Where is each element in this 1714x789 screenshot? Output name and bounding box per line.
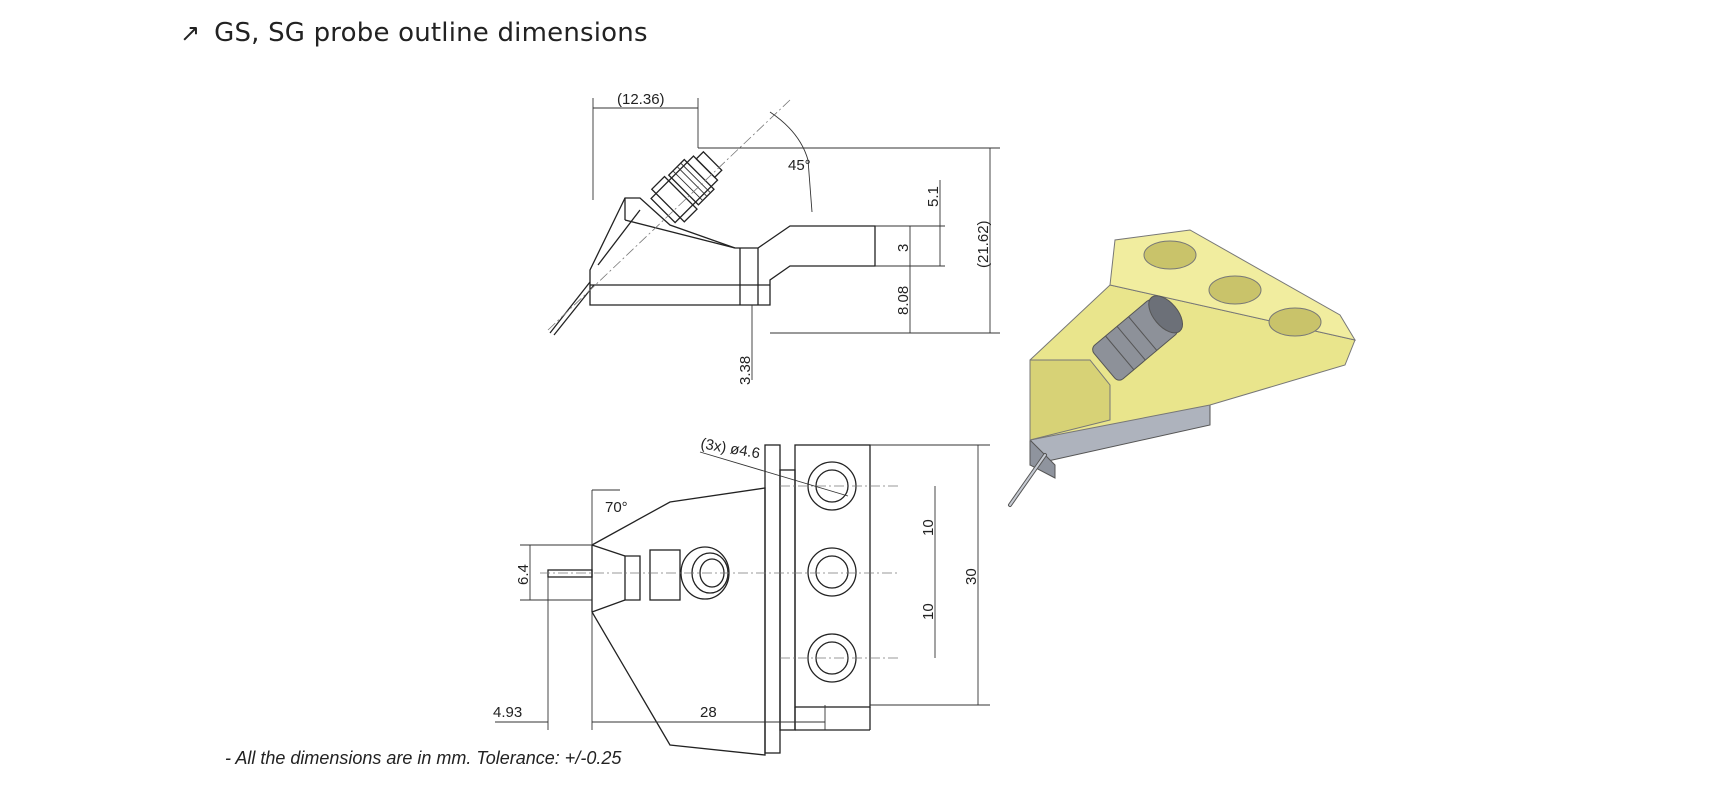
dim-total-height: (21.62) <box>975 220 992 268</box>
side-view: (12.36) 45° 5.1 3 (21.62) 8.08 3.38 <box>547 91 1000 385</box>
arrow-up-right-icon[interactable]: ↗ <box>180 19 201 47</box>
dim-width-top: (12.36) <box>617 91 665 108</box>
dim-angle-45: 45° <box>788 157 811 174</box>
section-heading: ↗ GS, SG probe outline dimensions <box>180 18 648 48</box>
footnote: - All the dimensions are in mm. Toleranc… <box>225 748 622 768</box>
dim-pitch-upper: 10 <box>920 519 937 536</box>
dim-tip-length: 4.93 <box>493 704 522 721</box>
dim-body-length: 28 <box>700 704 717 721</box>
dim-overall-width: 30 <box>963 568 980 585</box>
page-title: GS, SG probe outline dimensions <box>214 18 648 48</box>
dim-pitch-lower: 10 <box>920 603 937 620</box>
iso-view <box>1008 229 1357 507</box>
dim-body-height: 8.08 <box>895 286 912 315</box>
top-view: (3x) ø4.6 70° 6.4 10 10 30 4.93 28 <box>493 435 990 756</box>
dim-tip-width: 6.4 <box>515 564 532 585</box>
dim-cone-angle: 70° <box>605 499 628 516</box>
dim-tip-height: 5.1 <box>925 186 942 207</box>
dim-tip-thickness: 3 <box>895 244 912 252</box>
dim-base-offset: 3.38 <box>737 356 754 385</box>
dim-holes: (3x) ø4.6 <box>699 435 761 462</box>
